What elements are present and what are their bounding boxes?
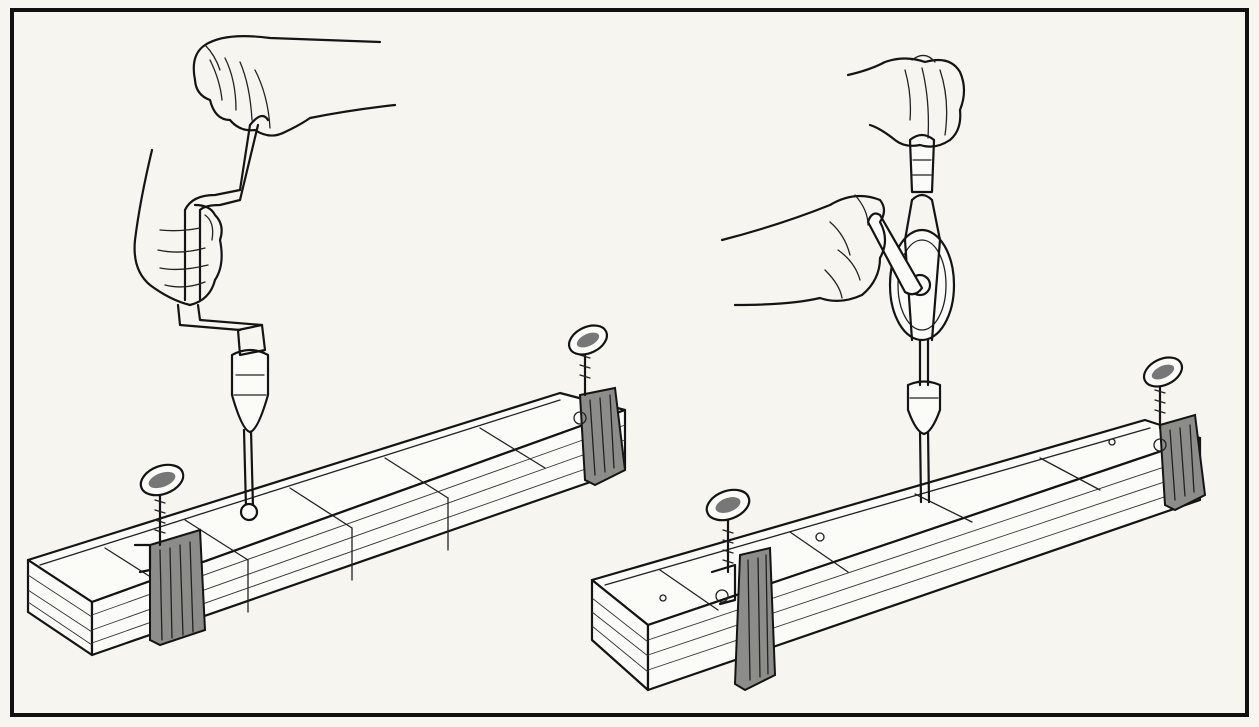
right-panel-upper-hand bbox=[848, 55, 964, 146]
right-beam bbox=[592, 420, 1200, 690]
left-beam bbox=[28, 393, 625, 655]
left-panel-brace-and-bit bbox=[28, 36, 625, 655]
right-panel-hand-drill bbox=[592, 55, 1205, 690]
left-panel-upper-hand bbox=[194, 36, 395, 135]
left-panel-lower-hand bbox=[135, 150, 222, 305]
hand-drill-tool bbox=[868, 135, 954, 502]
right-panel-lower-hand bbox=[722, 195, 885, 305]
brace-and-bit-tool bbox=[178, 116, 268, 520]
